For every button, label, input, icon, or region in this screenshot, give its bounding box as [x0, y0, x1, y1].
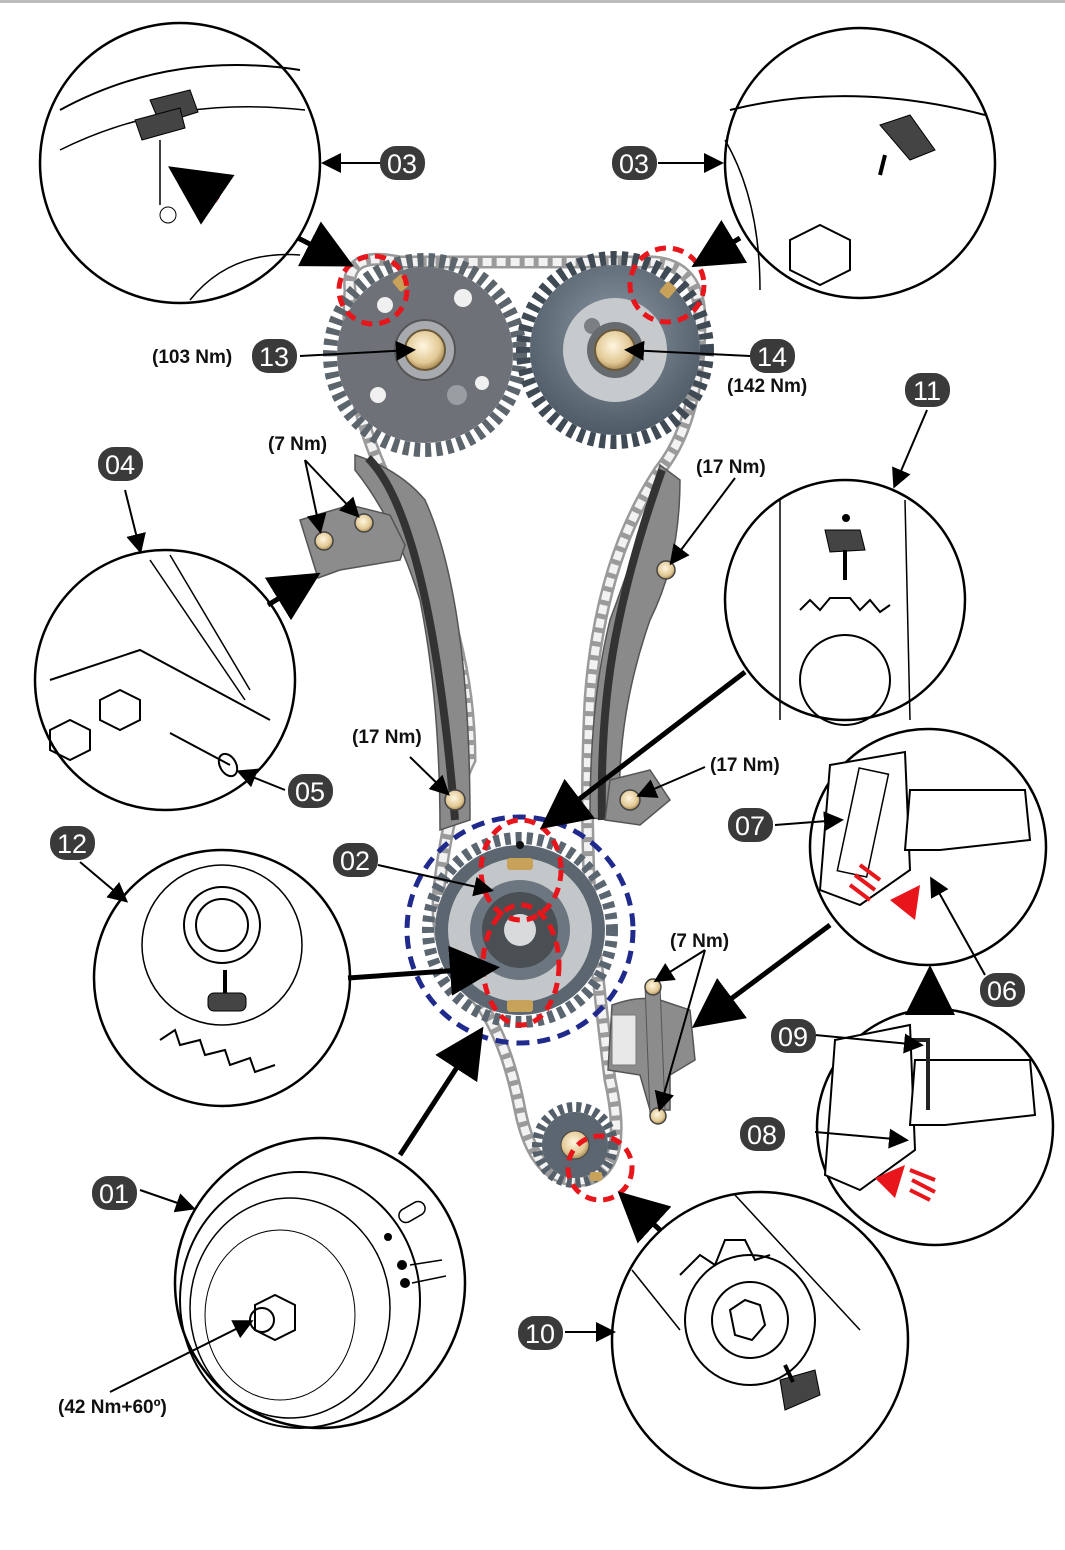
oil-pump-sprocket [532, 1102, 618, 1188]
callout-14: 14 [750, 339, 795, 373]
svg-text:12: 12 [57, 829, 87, 859]
tensioner-bolt [649, 1107, 667, 1125]
sprocket-hole [370, 387, 386, 403]
detail-view-12-crank-bottom [92, 848, 352, 1108]
callout-06: 06 [980, 973, 1025, 1007]
tensioner-bolt [644, 978, 662, 996]
svg-text:02: 02 [340, 846, 370, 876]
svg-text:03: 03 [387, 149, 417, 179]
callout-03-right: 03 [612, 146, 657, 180]
torque-right-guide-lower: (17 Nm) [710, 755, 780, 776]
svg-text:03: 03 [619, 149, 649, 179]
svg-text:01: 01 [99, 1179, 129, 1209]
detail-view-03-intake [38, 21, 322, 305]
timing-link-gold [659, 281, 677, 299]
callout-09: 09 [771, 1019, 816, 1053]
detail-view-08-tensioner-bottom [815, 1007, 1055, 1247]
torque-intake-cam: (103 Nm) [152, 347, 232, 368]
right-guide-upper-bolt [656, 560, 676, 580]
torque-crank-pulley: (42 Nm+60º) [58, 1397, 167, 1418]
torque-upper-tensioner: (7 Nm) [268, 434, 327, 455]
callout-11: 10 [518, 1316, 563, 1350]
top-border [0, 0, 1065, 3]
oil-pump-timing-highlight [565, 1133, 635, 1203]
callout-13: 13 [252, 339, 297, 373]
callout-07: 07 [728, 808, 773, 842]
timing-link-gold [507, 858, 533, 870]
callout-01: 01 [92, 1176, 137, 1210]
sprocket-hole [475, 376, 489, 390]
callout-05: 05 [288, 774, 333, 808]
timing-link-gold [507, 1000, 533, 1012]
svg-text:05: 05 [295, 777, 325, 807]
lower-chain-tensioner [607, 978, 696, 1125]
sprocket-hole [447, 385, 467, 405]
sprocket-hole [454, 289, 472, 307]
detail-view-11-oil-pump [610, 1190, 910, 1490]
callout-08: 08 [740, 1117, 785, 1151]
detail-view-03-exhaust [723, 26, 997, 300]
torque-right-guide-upper: (17 Nm) [696, 457, 766, 478]
svg-text:04: 04 [105, 450, 135, 480]
crank-upper-red-highlight [478, 817, 564, 923]
right-guide-lower-bolt [619, 789, 641, 811]
red-arrow-icon [890, 885, 920, 920]
tensioner-bolt [354, 513, 374, 533]
left-guide-lower-bolt [444, 789, 466, 811]
detail-view-04-tensioner [33, 548, 297, 812]
exhaust-camshaft-sprocket [516, 251, 714, 449]
torque-labels: (103 Nm) (142 Nm) (7 Nm) (17 Nm) (17 Nm)… [58, 347, 807, 1418]
svg-text:08: 08 [747, 1120, 777, 1150]
red-arrow-icon [168, 166, 235, 225]
detail-view-10-crank-top [723, 478, 967, 726]
svg-text:06: 06 [987, 976, 1017, 1006]
callout-10: 11 [905, 373, 950, 407]
svg-text:14: 14 [757, 342, 787, 372]
crank-lower-red-highlight [480, 902, 562, 1028]
tensioner-bolt [314, 531, 334, 551]
svg-text:10: 10 [525, 1319, 555, 1349]
left-tensioner-rail [299, 453, 471, 832]
intake-camshaft-sprocket [323, 253, 527, 457]
sprocket-hole [377, 297, 393, 313]
torque-exhaust-cam: (142 Nm) [727, 376, 807, 397]
exhaust-timing-mark-highlight [627, 245, 707, 325]
torque-lower-tensioner: (7 Nm) [670, 931, 729, 952]
callout-12: 12 [50, 826, 95, 860]
torque-left-guide-lower: (17 Nm) [352, 727, 422, 748]
callout-03-left: 03 [380, 146, 425, 180]
callout-02: 02 [333, 843, 378, 877]
detail-view-01-crank-pulley [173, 1136, 467, 1430]
crank-blue-highlight [404, 814, 636, 1046]
svg-text:11: 11 [913, 376, 941, 406]
svg-text:13: 13 [259, 342, 289, 372]
callout-badges: 03 03 13 14 11 04 05 07 12 02 06 09 08 0… [50, 146, 1025, 1350]
crank-pulley-bolt [254, 1293, 296, 1342]
red-arrow-icon [875, 1165, 905, 1198]
detail-view-07-tensioner-top [808, 727, 1048, 967]
svg-text:07: 07 [735, 811, 765, 841]
svg-text:09: 09 [778, 1022, 808, 1052]
intake-timing-mark-highlight [336, 253, 410, 327]
callout-04: 04 [98, 447, 143, 481]
leader-lines [79, 153, 986, 1393]
